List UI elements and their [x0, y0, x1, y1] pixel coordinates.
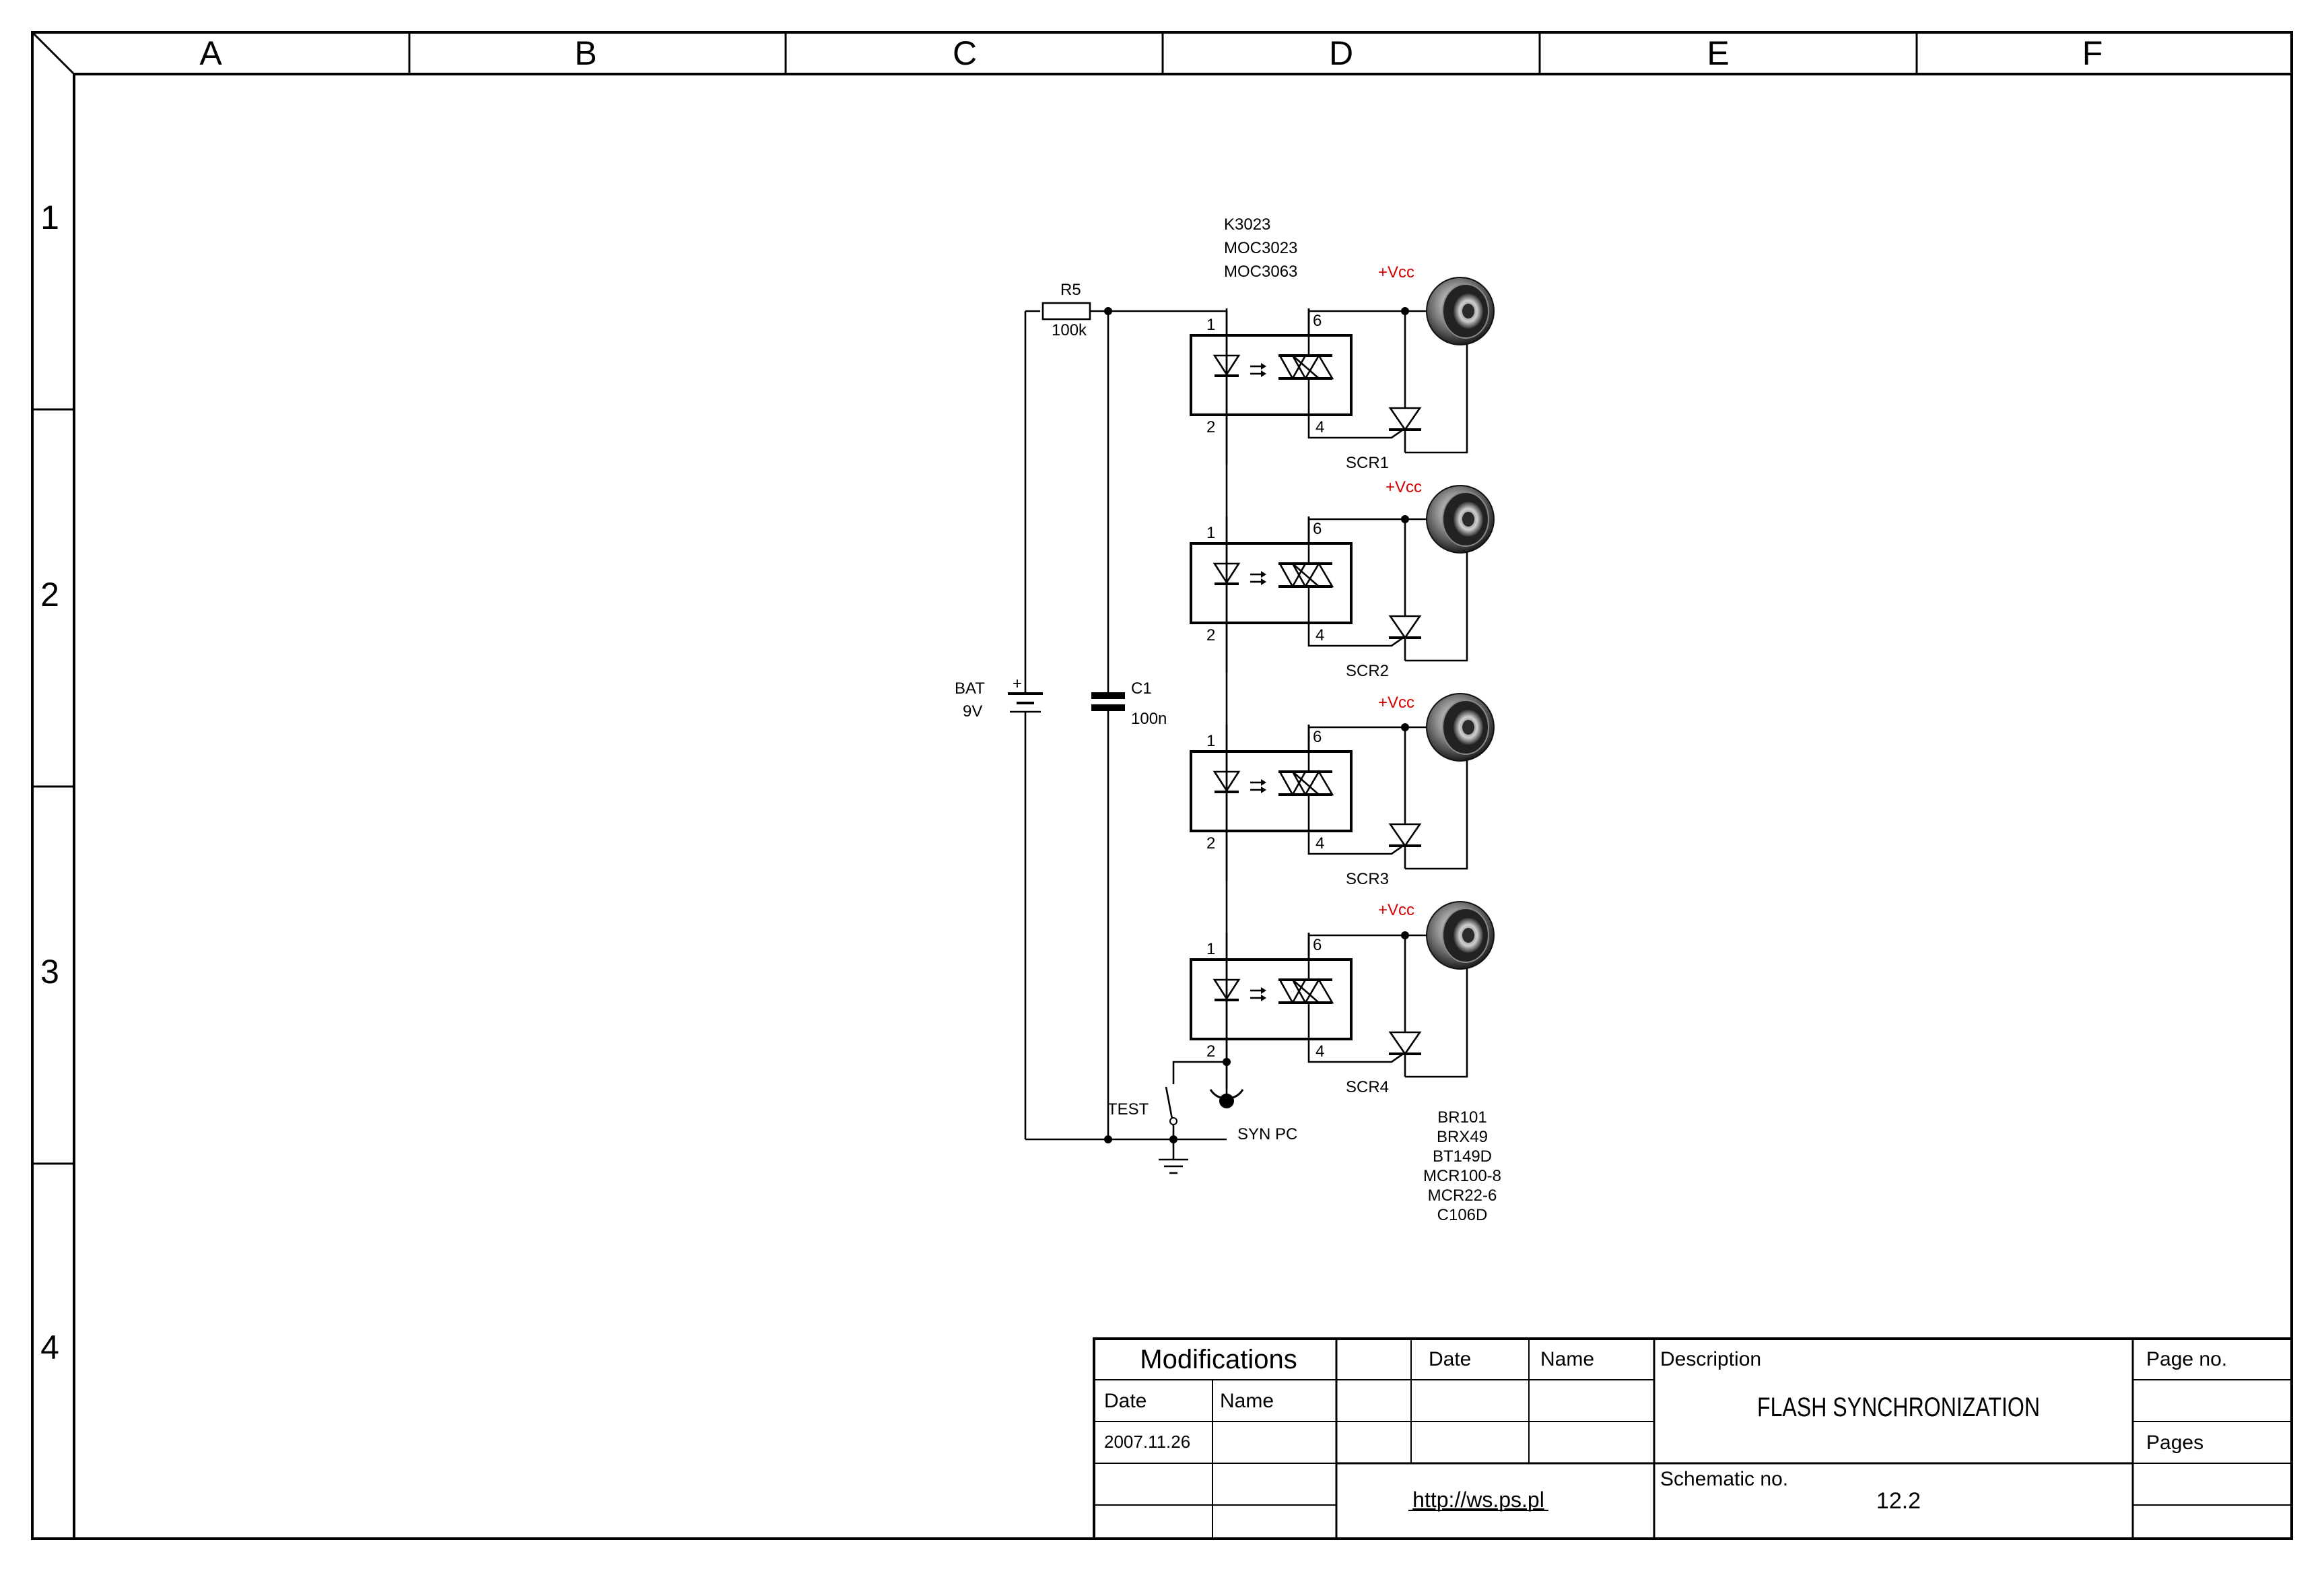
column-label-a: A: [199, 34, 222, 72]
schematic-no-value: 12.2: [1876, 1488, 1921, 1514]
battery-value: 9V: [963, 702, 982, 721]
ch3-pin4: 4: [1315, 834, 1324, 853]
opto-type-1: K3023: [1224, 215, 1270, 234]
resistor-value: 100k: [1052, 321, 1087, 339]
ch3-pin1: 1: [1206, 732, 1215, 750]
ch2-pin1: 1: [1206, 524, 1215, 542]
channel-2: [1190, 484, 1495, 674]
thyristor-type-2: BRX49: [1437, 1128, 1488, 1146]
sync-pc-label: SYN PC: [1237, 1125, 1297, 1143]
title-block: Modifications Date Name 2007.11.26 Date …: [1093, 1337, 2293, 1540]
drawing-frame: A B C D E F 1 2 3 4: [31, 31, 2293, 1540]
opto-type-2: MOC3023: [1224, 239, 1297, 257]
ch2-pin6: 6: [1313, 520, 1322, 538]
name-header: Name: [1540, 1348, 1594, 1370]
column-label-d: D: [1329, 34, 1353, 72]
ch3-pin6: 6: [1313, 728, 1322, 746]
drawing-title: FLASH SYNCHRONIZATION: [1757, 1393, 2040, 1422]
ch1-pin4: 4: [1315, 418, 1324, 436]
ch2-vcc: +Vcc: [1386, 478, 1422, 496]
battery-plus-sign: +: [1013, 675, 1022, 693]
scr4-label: SCR4: [1346, 1078, 1389, 1096]
column-label-f: F: [2082, 34, 2103, 72]
ch2-pin2: 2: [1206, 626, 1215, 644]
scr3-label: SCR3: [1346, 870, 1389, 888]
ch3-pin2: 2: [1206, 834, 1215, 853]
mod-date-header: Date: [1104, 1390, 1147, 1412]
url-link[interactable]: http://ws.ps.pl: [1412, 1488, 1544, 1512]
description-label: Description: [1660, 1348, 1761, 1370]
row-label-3: 3: [40, 953, 59, 991]
modifications-heading: Modifications: [1140, 1345, 1297, 1374]
capacitor-c1: [1091, 692, 1125, 699]
mod-name-header: Name: [1220, 1390, 1274, 1412]
ch1-pin2: 2: [1206, 418, 1215, 436]
ch1-pin6: 6: [1313, 312, 1322, 330]
resistor-ref: R5: [1060, 281, 1081, 299]
capacitor-ref: C1: [1131, 679, 1152, 698]
column-label-e: E: [1707, 34, 1729, 72]
ch4-pin1: 1: [1206, 940, 1215, 958]
scr1-label: SCR1: [1346, 454, 1389, 472]
scr2-label: SCR2: [1346, 662, 1389, 680]
row-label-4: 4: [40, 1329, 59, 1366]
battery-ref: BAT: [955, 679, 985, 698]
opto-type-3: MOC3063: [1224, 263, 1297, 281]
thyristor-type-4: MCR100-8: [1423, 1167, 1501, 1185]
ch2-pin4: 4: [1315, 626, 1324, 644]
channel-4: [1190, 900, 1495, 1090]
row-label-2: 2: [40, 576, 59, 613]
pages-label: Pages: [2146, 1432, 2203, 1454]
schematic-no-label: Schematic no.: [1660, 1468, 1788, 1490]
thyristor-type-5: MCR22-6: [1428, 1186, 1497, 1205]
row-label-1: 1: [40, 199, 59, 236]
channel-3: [1190, 692, 1495, 882]
column-label-b: B: [574, 34, 596, 72]
ch4-vcc: +Vcc: [1378, 901, 1414, 919]
ch1-pin1: 1: [1206, 316, 1215, 334]
page-no-label: Page no.: [2146, 1348, 2227, 1370]
thyristor-type-1: BR101: [1437, 1108, 1486, 1127]
sync-pc-socket: [1219, 1094, 1234, 1108]
channel-1: [1190, 276, 1495, 466]
date-header: Date: [1429, 1348, 1471, 1370]
capacitor-value: 100n: [1131, 710, 1167, 728]
column-label-c: C: [953, 34, 977, 72]
mod-date-value: 2007.11.26: [1104, 1432, 1190, 1452]
ch3-vcc: +Vcc: [1378, 694, 1414, 712]
test-switch-label: TEST: [1107, 1100, 1149, 1118]
thyristor-type-6: C106D: [1437, 1206, 1488, 1224]
ch1-vcc: +Vcc: [1378, 263, 1414, 281]
circuit: K3023 MOC3023 MOC3063 + BAT 9V C1 100n R…: [955, 215, 1501, 1224]
ch4-pin6: 6: [1313, 936, 1322, 954]
ch4-pin4: 4: [1315, 1042, 1324, 1061]
resistor-r5: [1041, 302, 1091, 321]
thyristor-type-3: BT149D: [1433, 1147, 1492, 1166]
ch4-pin2: 2: [1206, 1042, 1215, 1061]
